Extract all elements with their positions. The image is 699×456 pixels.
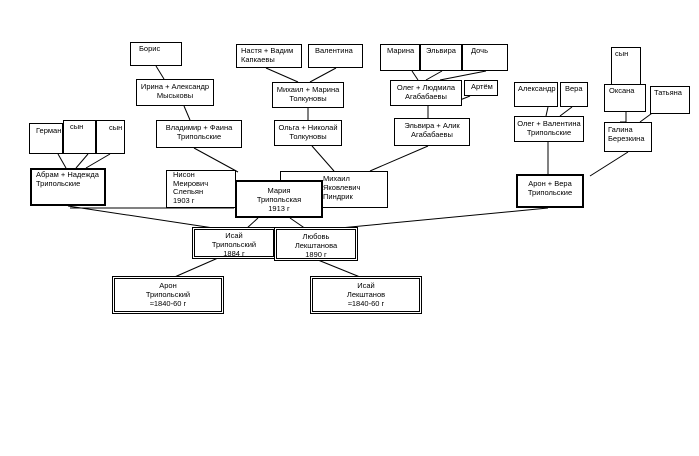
node-nastya-vadim-label: Настя + Вадим Капкаевы [241, 46, 294, 64]
node-vera-small-label: Вера [565, 84, 583, 93]
node-mikhail-marina: Михаил + Марина Толкуновы [272, 82, 344, 108]
node-boris: Борис [130, 42, 182, 66]
node-maria-label: Мария Трипольская 1913 г [256, 186, 302, 213]
node-aron-vera: Арон + Вера Трипольские [516, 174, 584, 208]
node-galina-label: Галина Березкина [608, 125, 645, 143]
node-lyubov-label: Любовь Лекштанова 1890 г [294, 232, 338, 259]
node-doch-label: Дочь [471, 46, 488, 55]
node-tatyana-label: Татьяна [654, 88, 682, 97]
node-son-b-label: сын [109, 123, 123, 132]
node-mikhail-marina-label: Михаил + Марина Толкуновы [276, 85, 340, 103]
node-alexandr-label: Александр [518, 84, 556, 93]
node-boris-label: Борис [139, 44, 161, 53]
node-artem: Артём [464, 80, 498, 96]
node-elvira-top-label: Эльвира [426, 46, 456, 55]
node-oleg-ludmila-label: Олег + Людмила Агабабаевы [396, 83, 456, 101]
node-irina-alexandr-label: Ирина + Александр Мыськовы [140, 82, 210, 100]
node-isai-1840: Исай Лекштанов ≈1840-60 г [310, 276, 422, 314]
node-oleg-ludmila: Олег + Людмила Агабабаевы [390, 80, 462, 106]
node-son-right: сын [611, 47, 641, 87]
node-irina-alexandr: Ирина + Александр Мыськовы [136, 79, 214, 106]
node-elvira-top: Эльвира [420, 44, 462, 71]
node-maria: Мария Трипольская 1913 г [235, 180, 323, 218]
node-oleg-valentina-label: Олег + Валентина Трипольские [517, 119, 581, 137]
node-lyubov: Любовь Лекштанова 1890 г [274, 227, 358, 261]
node-german: Герман [29, 123, 63, 154]
node-oksana: Оксана [604, 84, 646, 112]
node-nisson: Нисон Меирович Слепьян 1903 г [166, 170, 236, 208]
node-vladimir-faina-label: Владимир + Фаина Трипольские [165, 123, 233, 141]
node-alexandr: Александр [514, 82, 558, 107]
node-elvira-alik: Эльвира + Алик Агабабаевы [394, 118, 470, 146]
node-nisson-label: Нисон Меирович Слепьян 1903 г [173, 170, 209, 205]
node-son-a: сын [63, 120, 96, 154]
node-son-right-label: сын [615, 49, 629, 58]
node-isai-1884: Исай Трипольский 1884 г [192, 227, 276, 259]
node-isai-1884-label: Исай Трипольский 1884 г [211, 231, 257, 258]
node-vladimir-faina: Владимир + Фаина Трипольские [156, 120, 242, 148]
node-isai-1840-label: Исай Лекштанов ≈1840-60 г [346, 281, 386, 308]
node-olga-nikolai-label: Ольга + Николай Толкуновы [278, 123, 338, 141]
node-marina: Марина [380, 44, 420, 71]
node-galina: Галина Березкина [604, 122, 652, 152]
node-mikhail-pindrik-label: Михаил Яковлевич Пиндрик [323, 174, 361, 201]
node-tatyana: Татьяна [650, 86, 690, 114]
node-valentina-top: Валентина [308, 44, 363, 68]
node-vera-small: Вера [560, 82, 588, 107]
node-oksana-label: Оксана [609, 86, 635, 95]
node-german-label: Герман [36, 126, 62, 135]
node-aron-1840: Арон Трипольский ≈1840-60 г [112, 276, 224, 314]
node-doch: Дочь [462, 44, 508, 71]
node-abram-nadezhda-label: Абрам + Надежда Трипольские [36, 170, 99, 188]
node-marina-label: Марина [387, 46, 415, 55]
node-son-a-label: сын [70, 122, 84, 131]
node-oleg-valentina: Олег + Валентина Трипольские [514, 116, 584, 142]
node-aron-vera-label: Арон + Вера Трипольские [527, 179, 573, 197]
node-valentina-top-label: Валентина [315, 46, 353, 55]
node-aron-1840-label: Арон Трипольский ≈1840-60 г [145, 281, 191, 308]
node-elvira-alik-label: Эльвира + Алик Агабабаевы [404, 121, 460, 139]
node-olga-nikolai: Ольга + Николай Толкуновы [274, 120, 342, 146]
node-nastya-vadim: Настя + Вадим Капкаевы [236, 44, 302, 68]
node-artem-label: Артём [471, 82, 493, 91]
node-abram-nadezhda: Абрам + Надежда Трипольские [30, 168, 106, 206]
node-son-b: сын [96, 120, 125, 154]
